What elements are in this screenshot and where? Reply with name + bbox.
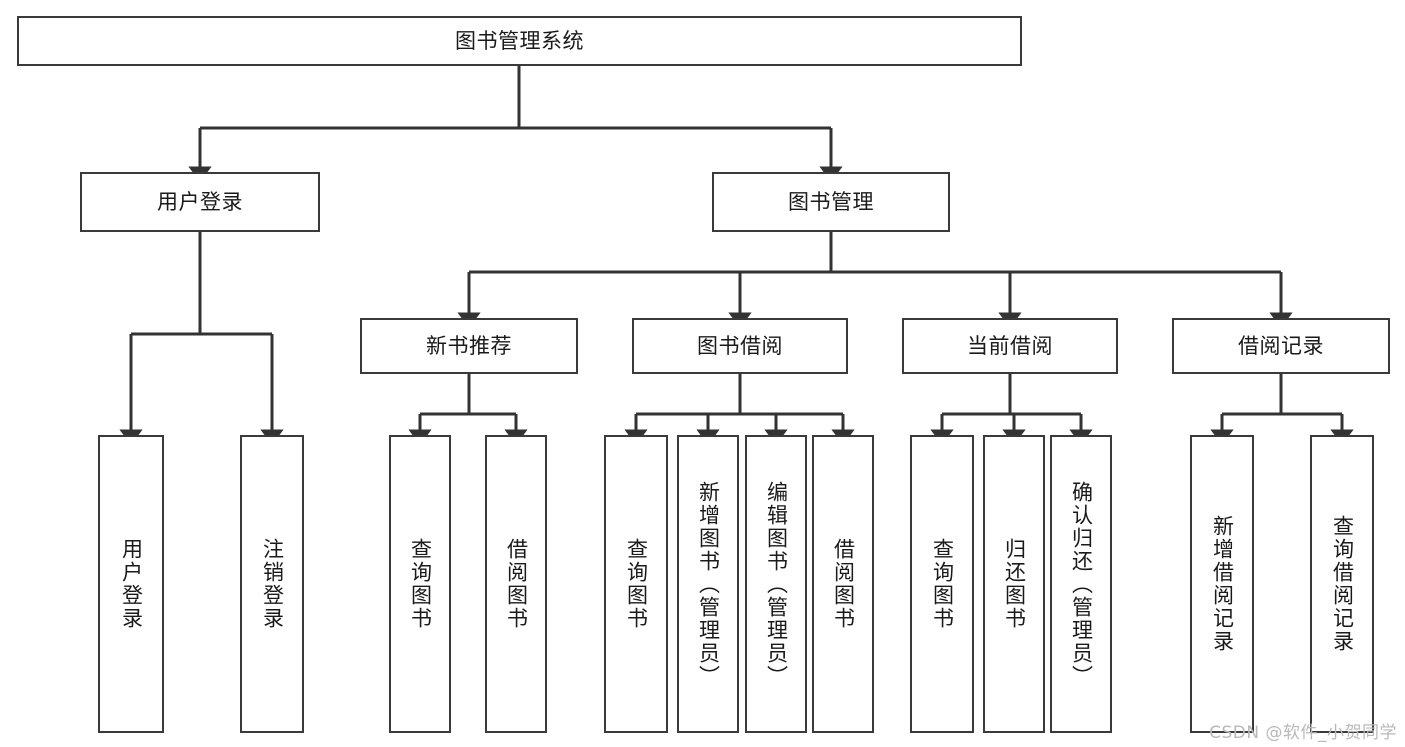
node-label: 注销登录: [260, 538, 285, 630]
node-label: 新增图书（管理员）: [696, 480, 721, 688]
node-leaf-query-book-recommend[interactable]: 查询图书: [389, 435, 451, 733]
node-label: 用户登录: [119, 538, 144, 630]
node-label: 借阅图书: [504, 538, 529, 630]
node-label: 用户登录: [157, 189, 243, 214]
node-label: 图书借阅: [697, 333, 783, 358]
node-leaf-edit-book-admin[interactable]: 编辑图书（管理员）: [745, 435, 807, 733]
node-current-borrow[interactable]: 当前借阅: [902, 318, 1118, 374]
node-label: 确认归还（管理员）: [1069, 480, 1094, 688]
node-label: 查询图书: [624, 538, 649, 630]
node-label: 借阅图书: [831, 538, 856, 630]
node-label: 新书推荐: [426, 333, 512, 358]
node-label: 借阅记录: [1238, 333, 1324, 358]
node-borrow-record[interactable]: 借阅记录: [1172, 318, 1390, 374]
node-leaf-logout[interactable]: 注销登录: [240, 435, 304, 733]
node-label: 图书管理: [788, 189, 874, 214]
node-leaf-query-borrow-record[interactable]: 查询借阅记录: [1310, 435, 1374, 733]
node-root[interactable]: 图书管理系统: [17, 16, 1022, 66]
node-label: 新增借阅记录: [1210, 515, 1235, 653]
node-label: 归还图书: [1002, 538, 1027, 630]
node-label: 当前借阅: [967, 333, 1053, 358]
node-leaf-borrow-book[interactable]: 借阅图书: [812, 435, 874, 733]
node-new-book-recommend[interactable]: 新书推荐: [360, 318, 578, 374]
node-user-login[interactable]: 用户登录: [80, 172, 320, 232]
node-label: 查询借阅记录: [1330, 515, 1355, 653]
node-leaf-query-book-borrow[interactable]: 查询图书: [604, 435, 668, 733]
node-leaf-add-borrow-record[interactable]: 新增借阅记录: [1190, 435, 1254, 733]
node-label: 编辑图书（管理员）: [764, 480, 789, 688]
node-leaf-query-book-current[interactable]: 查询图书: [910, 435, 974, 733]
node-leaf-user-login[interactable]: 用户登录: [98, 435, 164, 733]
node-leaf-confirm-return-admin[interactable]: 确认归还（管理员）: [1050, 435, 1112, 733]
node-label: 图书管理系统: [455, 28, 584, 53]
node-label: 查询图书: [408, 538, 433, 630]
node-label: 查询图书: [930, 538, 955, 630]
node-leaf-return-book[interactable]: 归还图书: [983, 435, 1045, 733]
node-book-manage[interactable]: 图书管理: [712, 172, 950, 232]
node-leaf-add-book-admin[interactable]: 新增图书（管理员）: [677, 435, 739, 733]
node-leaf-borrow-book-recommend[interactable]: 借阅图书: [485, 435, 547, 733]
node-book-borrow[interactable]: 图书借阅: [632, 318, 848, 374]
